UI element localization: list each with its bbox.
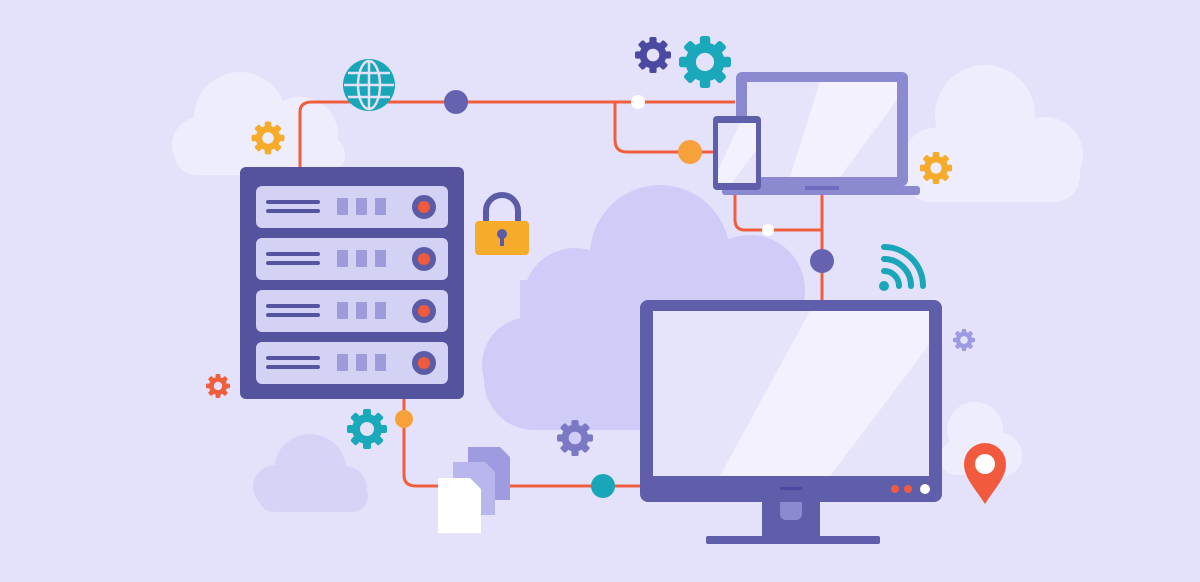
server-unit <box>256 186 448 228</box>
cloud-icon <box>253 434 368 512</box>
server-unit <box>256 342 448 384</box>
gear-icon <box>679 36 731 88</box>
globe-icon <box>343 59 395 111</box>
connection-node <box>810 249 834 273</box>
location-pin-icon <box>964 443 1006 504</box>
gear-icon <box>557 420 593 456</box>
documents-icon <box>438 447 510 533</box>
connection-node <box>762 224 774 236</box>
server-icon <box>240 167 464 399</box>
gear-icon <box>920 152 952 184</box>
tablet-icon <box>713 116 761 190</box>
laptop-icon <box>722 72 920 195</box>
wifi-icon <box>879 244 926 291</box>
gear-icon <box>347 409 387 449</box>
network-wires <box>298 100 824 488</box>
gear-icon <box>953 329 975 351</box>
connection-node <box>444 90 468 114</box>
server-unit <box>256 290 448 332</box>
connection-node <box>678 140 702 164</box>
gear-icon <box>251 121 285 155</box>
lock-icon <box>475 192 529 255</box>
gear-icon <box>635 37 671 73</box>
connection-node <box>591 474 615 498</box>
server-unit <box>256 238 448 280</box>
cloud-icon <box>172 72 345 175</box>
cloud-icon <box>903 65 1083 202</box>
connection-node <box>631 95 645 109</box>
connection-node <box>395 410 413 428</box>
desktop-monitor-icon <box>640 300 942 544</box>
gear-icon <box>206 374 230 398</box>
